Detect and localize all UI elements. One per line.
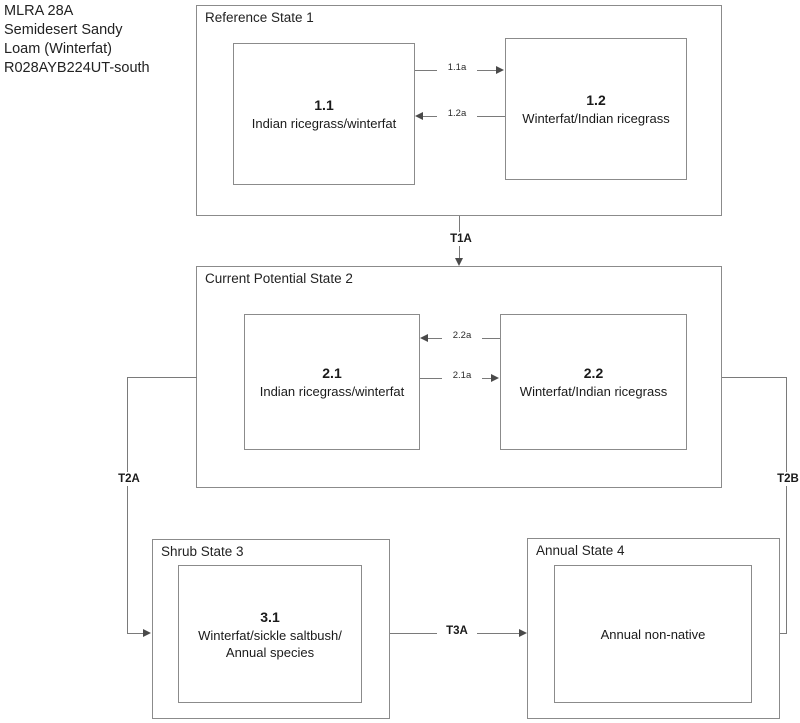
state-label-annual-state-4: Annual State 4 — [536, 543, 625, 558]
transition-label-t3a: T3A — [437, 624, 477, 638]
phase-description-2-2: Winterfat/Indian ricegrass — [519, 384, 668, 399]
state-label-reference-state-1: Reference State 1 — [205, 10, 314, 25]
phase-description-2-1: Indian ricegrass/winterfat — [259, 384, 405, 399]
phase-description-3-1: Winterfat/sickle saltbush/ Annual specie… — [198, 627, 342, 660]
phase-box-4-1: Annual non-native — [554, 565, 752, 703]
transition-label-t2a: T2A — [109, 472, 149, 486]
phase-box-2-2: 2.2 Winterfat/Indian ricegrass — [500, 314, 687, 450]
phase-number-3-1: 3.1 — [260, 608, 280, 625]
phase-description-4-1: Annual non-native — [600, 626, 706, 642]
phase-description-1-1: Indian ricegrass/winterfat — [251, 116, 397, 131]
phase-number-1-2: 1.2 — [586, 92, 606, 108]
state-label-current-potential-state-2: Current Potential State 2 — [205, 271, 353, 286]
phase-number-2-1: 2.1 — [322, 365, 342, 381]
pathway-label-2-2a: 2.2a — [442, 330, 482, 341]
phase-box-1-2: 1.2 Winterfat/Indian ricegrass — [505, 38, 687, 180]
pathway-label-2-1a: 2.1a — [442, 370, 482, 381]
state-label-shrub-state-3: Shrub State 3 — [161, 544, 244, 559]
phase-box-1-1: 1.1 Indian ricegrass/winterfat — [233, 43, 415, 185]
phase-number-1-1: 1.1 — [314, 97, 334, 113]
arrow-left-icon-1-2a — [415, 111, 423, 120]
transition-label-t2b: T2B — [768, 472, 800, 486]
transition-line-t2a-top — [127, 377, 197, 378]
transition-label-t1a: T1A — [441, 232, 481, 246]
transition-line-t2a-bottom — [127, 633, 144, 634]
arrow-right-icon-1-1a — [496, 65, 504, 74]
transition-line-t2b-bottom — [778, 633, 787, 634]
arrow-left-icon-2-2a — [420, 333, 428, 342]
phase-box-2-1: 2.1 Indian ricegrass/winterfat — [244, 314, 420, 450]
transition-line-t2b-top — [722, 377, 786, 378]
phase-box-3-1: 3.1 Winterfat/sickle saltbush/ Annual sp… — [178, 565, 362, 703]
phase-description-1-2: Winterfat/Indian ricegrass — [522, 111, 670, 126]
phase-number-2-2: 2.2 — [583, 365, 604, 381]
diagram-title: MLRA 28A Semidesert Sandy Loam (Winterfa… — [4, 3, 150, 76]
pathway-label-1-2a: 1.2a — [437, 108, 477, 119]
transition-line-t2b-vertical — [786, 377, 787, 633]
pathway-label-1-1a: 1.1a — [437, 62, 477, 73]
arrow-down-icon-t1a — [454, 258, 463, 266]
transition-line-t2a-vertical — [127, 377, 128, 633]
arrow-right-icon-2-1a — [491, 373, 499, 382]
arrow-right-icon-t3a — [519, 628, 527, 637]
arrow-right-icon-t2a — [143, 628, 151, 637]
